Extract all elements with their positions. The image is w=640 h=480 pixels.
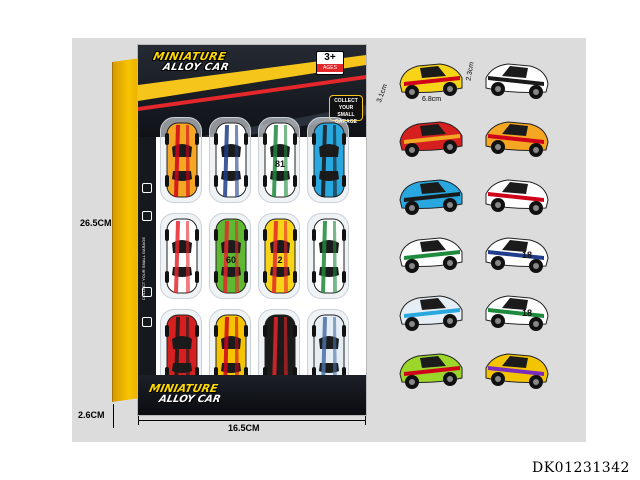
toy-car-top-view: 2 bbox=[263, 218, 297, 294]
toy-car-top-view bbox=[214, 314, 248, 390]
age-label: AGES bbox=[317, 64, 343, 72]
blister-car-slot: 2 bbox=[258, 213, 300, 299]
loose-toy-car: 18 bbox=[482, 286, 552, 334]
footer-line-1: MINIATURE bbox=[148, 382, 219, 395]
brand-line-2: ALLOY CAR bbox=[161, 62, 231, 73]
product-card: MINIATURE ALLOY CAR 3+ AGES COLLECT YOUR… bbox=[137, 44, 367, 416]
car-number-label: 18 bbox=[522, 308, 532, 318]
loose-toy-car bbox=[396, 286, 466, 334]
side-info-strip: COLLECT YOUR SMALL GARAGE bbox=[138, 137, 156, 375]
blister-car-slot: 81 bbox=[258, 117, 300, 203]
loose-toy-car bbox=[396, 54, 466, 102]
toy-car-top-view bbox=[312, 122, 346, 198]
toy-car-top-view bbox=[214, 122, 248, 198]
blister-tray: 81 60 2 bbox=[160, 117, 358, 415]
depth-dimension-line bbox=[113, 404, 114, 428]
car-number-label: 2 bbox=[277, 255, 282, 265]
age-value: 3+ bbox=[324, 52, 336, 63]
loose-toy-car: 18 bbox=[482, 228, 552, 276]
loose-toy-car bbox=[482, 54, 552, 102]
blister-car-slot bbox=[209, 117, 251, 203]
car-number-label: 60 bbox=[226, 255, 236, 265]
car-number-label: 18 bbox=[522, 250, 532, 260]
toy-car-top-view bbox=[312, 314, 346, 390]
toy-car-top-view bbox=[165, 314, 199, 390]
toy-car-top-view bbox=[263, 314, 297, 390]
loose-toy-car bbox=[482, 112, 552, 160]
toy-car-top-view bbox=[165, 218, 199, 294]
background-notch bbox=[586, 38, 640, 442]
toy-car-top-view: 60 bbox=[214, 218, 248, 294]
footer-line-2: ALLOY CAR bbox=[157, 394, 222, 405]
height-dimension-label: 26.5CM bbox=[80, 218, 112, 228]
sku-label: DK01231342 bbox=[532, 460, 630, 476]
side-strip-text: COLLECT YOUR SMALL GARAGE bbox=[141, 237, 146, 301]
brand-line-1: MINIATURE bbox=[152, 50, 228, 63]
loose-toy-car bbox=[396, 112, 466, 160]
car-icon bbox=[142, 287, 152, 297]
card-footer: MINIATURE ALLOY CAR bbox=[138, 375, 366, 415]
loose-toy-car bbox=[396, 344, 466, 392]
gift-icon bbox=[142, 317, 152, 327]
loose-toy-car bbox=[482, 170, 552, 218]
collect-icon bbox=[142, 211, 152, 221]
loose-toy-car bbox=[396, 228, 466, 276]
blister-car-slot bbox=[160, 213, 202, 299]
depth-dimension-label: 2.6CM bbox=[78, 410, 105, 420]
toy-car-top-view bbox=[165, 122, 199, 198]
brand-logo: MINIATURE ALLOY CAR bbox=[149, 50, 244, 75]
warning-icon bbox=[142, 183, 152, 193]
width-dimension-label: 16.5CM bbox=[228, 423, 260, 433]
toy-car-top-view bbox=[312, 218, 346, 294]
collect-badge: COLLECT YOUR SMALL GARAGE bbox=[329, 95, 363, 125]
toy-car-top-view: 81 bbox=[263, 122, 297, 198]
width-dimension-tick-right bbox=[365, 416, 366, 425]
blister-car-slot bbox=[307, 213, 349, 299]
car-length-label: 6.8cm bbox=[422, 96, 442, 103]
loose-toy-car bbox=[482, 344, 552, 392]
blister-car-slot: 60 bbox=[209, 213, 251, 299]
width-dimension-line bbox=[138, 420, 366, 421]
footer-logo: MINIATURE ALLOY CAR bbox=[145, 382, 240, 407]
width-dimension-tick-left bbox=[138, 416, 139, 425]
blister-car-slot bbox=[160, 117, 202, 203]
loose-toy-car bbox=[396, 170, 466, 218]
blister-car-slot bbox=[307, 117, 349, 203]
age-badge: 3+ AGES bbox=[316, 51, 344, 75]
car-number-label: 81 bbox=[275, 159, 285, 169]
card-side-panel bbox=[112, 58, 139, 403]
